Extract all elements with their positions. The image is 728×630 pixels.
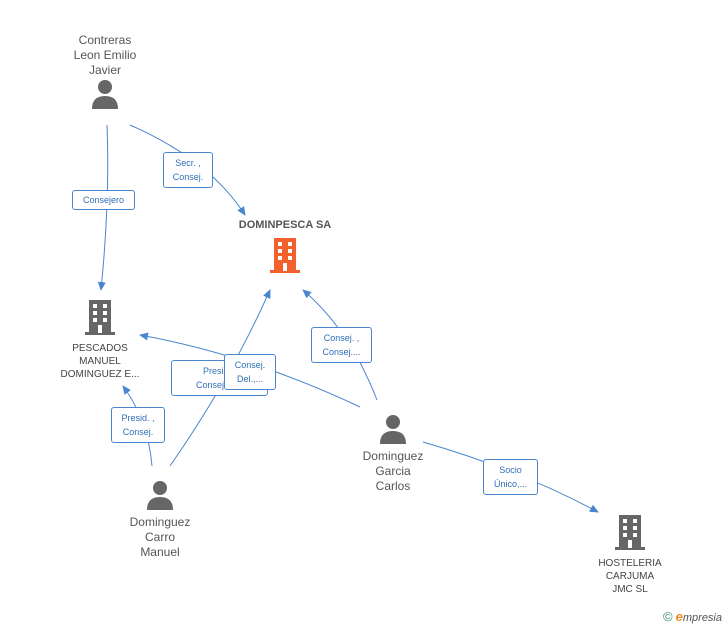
node-label: JMC SL — [612, 584, 648, 595]
node-label: DOMINGUEZ E... — [60, 369, 140, 380]
edge-label-text: Consej. — [234, 360, 266, 370]
edge-label-secr[interactable]: Secr. , Consej. — [163, 152, 213, 188]
node-label: Dominguez — [129, 515, 191, 529]
node-label: CARJUMA — [605, 571, 655, 582]
person-icon — [147, 481, 173, 510]
edge-label-socio[interactable]: Socio Único,... — [483, 459, 538, 495]
node-label: Garcia — [375, 464, 411, 478]
brand-rest: mpresia — [682, 612, 722, 624]
edge-label-presid-carro[interactable]: Presid. , Consej. — [111, 407, 165, 443]
edge-label-text: Consej. — [122, 427, 154, 437]
edge-label-text: Presid. , — [202, 366, 236, 376]
edge-label-text: Consej.,C... — [195, 380, 244, 390]
edge-label-consejero[interactable]: Consejero — [72, 190, 135, 210]
node-dominguez-carro[interactable]: Dominguez Carro Manuel — [115, 479, 205, 560]
person-icon — [92, 80, 118, 109]
edge-label-consej-garcia[interactable]: Consej. , Consej.... — [311, 327, 372, 363]
edge-label-text: Socio — [499, 465, 522, 475]
edge-label-text: Presid. , — [121, 413, 155, 423]
building-icon — [615, 515, 645, 550]
node-label: Contreras — [78, 33, 132, 47]
node-contreras[interactable]: Contreras Leon Emilio Javier — [60, 33, 150, 110]
node-label: Manuel — [140, 545, 180, 559]
brand-e: e — [675, 609, 683, 624]
node-dominguez-garcia[interactable]: Dominguez Garcia Carlos — [348, 413, 438, 494]
node-dominpesca[interactable]: DOMINPESCA SA — [225, 219, 345, 274]
edge-label-consej-del[interactable]: Consej. Del.,... — [224, 354, 276, 390]
building-icon — [85, 300, 115, 335]
edge-label-text: Del.,... — [236, 374, 263, 384]
building-icon — [270, 238, 300, 273]
node-pescados[interactable]: PESCADOS MANUEL DOMINGUEZ E... — [50, 300, 150, 381]
node-label: Carro — [144, 530, 175, 544]
node-hosteleria[interactable]: HOSTELERIA CARJUMA JMC SL — [580, 515, 680, 596]
edge-label-text: Consej.... — [322, 347, 361, 357]
node-label: PESCADOS — [72, 343, 128, 354]
edge-label-text: Secr. , — [175, 158, 201, 168]
edge-label-text: Consej. — [172, 172, 204, 182]
node-label: Dominguez — [362, 449, 424, 463]
empresia-logo: © empresia — [663, 609, 722, 624]
node-label: Javier — [88, 63, 121, 77]
node-label: HOSTELERIA — [598, 558, 662, 569]
edge-label-text: Consejero — [82, 195, 125, 205]
copyright-symbol: © — [662, 609, 673, 624]
node-label: MANUEL — [79, 356, 121, 367]
edge-label-text: Único,... — [493, 479, 527, 489]
node-label: Carlos — [375, 479, 411, 493]
edge-label-text: Consej. , — [323, 333, 360, 343]
node-label: Leon Emilio — [73, 48, 137, 62]
node-label: DOMINPESCA SA — [238, 219, 332, 231]
person-icon — [380, 415, 406, 444]
